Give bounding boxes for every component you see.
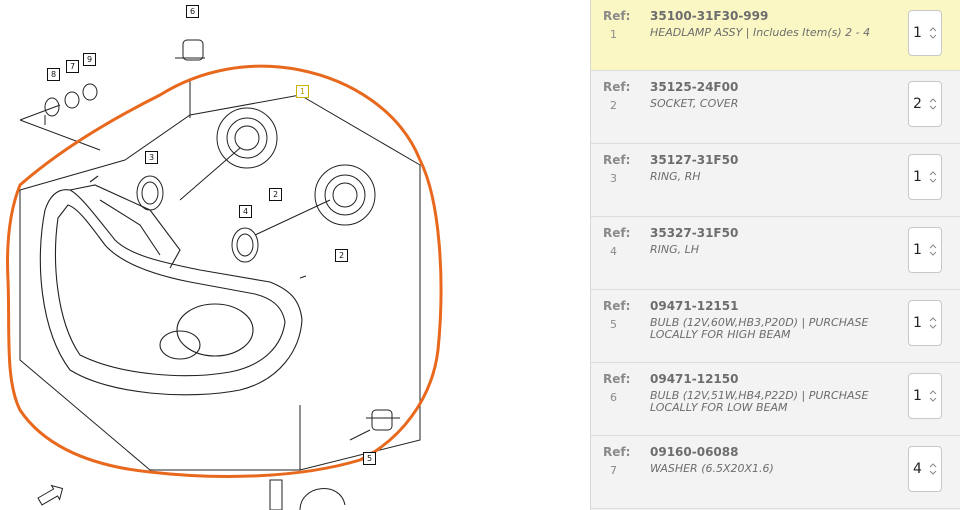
part-row[interactable]: Ref: 3 35127-31F50 RING, RH 1 bbox=[591, 144, 960, 217]
quantity-value[interactable]: 1 bbox=[913, 242, 922, 258]
parts-list: Ref: 1 35100-31F30-999 HEADLAMP ASSY | I… bbox=[591, 0, 960, 510]
ref-label: Ref: bbox=[603, 372, 631, 386]
callout-7[interactable]: 7 bbox=[66, 60, 79, 73]
part-description: RING, LH bbox=[650, 243, 700, 256]
spinner-arrows-icon[interactable] bbox=[929, 243, 937, 257]
parts-diagram[interactable]: 6 7 9 8 1 3 2 4 2 5 bbox=[0, 0, 590, 510]
ref-number: 6 bbox=[610, 391, 617, 404]
highlight-outline bbox=[6, 64, 443, 478]
callout-6[interactable]: 5 bbox=[363, 452, 376, 465]
part-description: RING, RH bbox=[650, 170, 701, 183]
part-row[interactable]: Ref: 5 09471-12151 BULB (12V,60W,HB3,P20… bbox=[591, 290, 960, 363]
quantity-stepper[interactable]: 4 bbox=[908, 446, 942, 492]
spinner-arrows-icon[interactable] bbox=[929, 170, 937, 184]
part-description: WASHER (6.5X20X1.6) bbox=[650, 462, 774, 475]
fwd-arrow-icon bbox=[37, 484, 64, 506]
part-number[interactable]: 35100-31F30-999 bbox=[650, 9, 769, 23]
ref-number: 5 bbox=[610, 318, 617, 331]
ref-label: Ref: bbox=[603, 226, 631, 240]
callout-2-rh[interactable]: 2 bbox=[269, 188, 282, 201]
part-number[interactable]: 09471-12151 bbox=[650, 299, 739, 313]
quantity-stepper[interactable]: 1 bbox=[908, 227, 942, 273]
spinner-arrows-icon[interactable] bbox=[929, 462, 937, 476]
quantity-value[interactable]: 4 bbox=[913, 461, 922, 477]
ref-number: 3 bbox=[610, 172, 617, 185]
panel-divider bbox=[590, 0, 591, 510]
quantity-stepper[interactable]: 1 bbox=[908, 154, 942, 200]
ref-label: Ref: bbox=[603, 445, 631, 459]
part-row[interactable]: Ref: 1 35100-31F30-999 HEADLAMP ASSY | I… bbox=[591, 0, 960, 71]
part-number[interactable]: 09471-12150 bbox=[650, 372, 739, 386]
callout-1[interactable]: 1 bbox=[296, 85, 309, 98]
callout-5[interactable]: 6 bbox=[186, 5, 199, 18]
part-row[interactable]: Ref: 4 35327-31F50 RING, LH 1 bbox=[591, 217, 960, 290]
ref-label: Ref: bbox=[603, 80, 631, 94]
ref-label: Ref: bbox=[603, 299, 631, 313]
part-number[interactable]: 35327-31F50 bbox=[650, 226, 739, 240]
ref-number: 7 bbox=[610, 464, 617, 477]
headlamp-exploded-view bbox=[6, 39, 443, 510]
quantity-value[interactable]: 1 bbox=[913, 388, 922, 404]
spinner-arrows-icon[interactable] bbox=[929, 26, 937, 40]
callout-8[interactable]: 8 bbox=[47, 68, 60, 81]
callout-9[interactable]: 9 bbox=[83, 53, 96, 66]
part-row[interactable]: Ref: 6 09471-12150 BULB (12V,51W,HB4,P22… bbox=[591, 363, 960, 436]
quantity-stepper[interactable]: 1 bbox=[908, 10, 942, 56]
ref-number: 2 bbox=[610, 99, 617, 112]
part-description: BULB (12V,51W,HB4,P22D) | PURCHASE LOCAL… bbox=[650, 389, 869, 414]
ref-label: Ref: bbox=[603, 9, 631, 23]
part-number[interactable]: 09160-06088 bbox=[650, 445, 739, 459]
quantity-stepper[interactable]: 1 bbox=[908, 373, 942, 419]
part-description: BULB (12V,60W,HB3,P20D) | PURCHASE LOCAL… bbox=[650, 316, 869, 341]
spinner-arrows-icon[interactable] bbox=[929, 97, 937, 111]
part-description: SOCKET, COVER bbox=[650, 97, 739, 110]
ref-number: 4 bbox=[610, 245, 617, 258]
quantity-value[interactable]: 1 bbox=[913, 315, 922, 331]
quantity-value[interactable]: 1 bbox=[913, 25, 922, 41]
callout-2-lh[interactable]: 2 bbox=[335, 249, 348, 262]
quantity-stepper[interactable]: 1 bbox=[908, 300, 942, 346]
callout-4[interactable]: 4 bbox=[239, 205, 252, 218]
part-number[interactable]: 35127-31F50 bbox=[650, 153, 739, 167]
spinner-arrows-icon[interactable] bbox=[929, 389, 937, 403]
part-row[interactable]: Ref: 7 09160-06088 WASHER (6.5X20X1.6) 4 bbox=[591, 436, 960, 509]
part-number[interactable]: 35125-24F00 bbox=[650, 80, 739, 94]
ref-number: 1 bbox=[610, 28, 617, 41]
ref-label: Ref: bbox=[603, 153, 631, 167]
part-row[interactable]: Ref: 2 35125-24F00 SOCKET, COVER 2 bbox=[591, 71, 960, 144]
part-description: HEADLAMP ASSY | Includes Item(s) 2 - 4 bbox=[650, 26, 871, 39]
quantity-stepper[interactable]: 2 bbox=[908, 81, 942, 127]
callout-3[interactable]: 3 bbox=[145, 151, 158, 164]
quantity-value[interactable]: 2 bbox=[913, 96, 922, 112]
quantity-value[interactable]: 1 bbox=[913, 169, 922, 185]
spinner-arrows-icon[interactable] bbox=[929, 316, 937, 330]
